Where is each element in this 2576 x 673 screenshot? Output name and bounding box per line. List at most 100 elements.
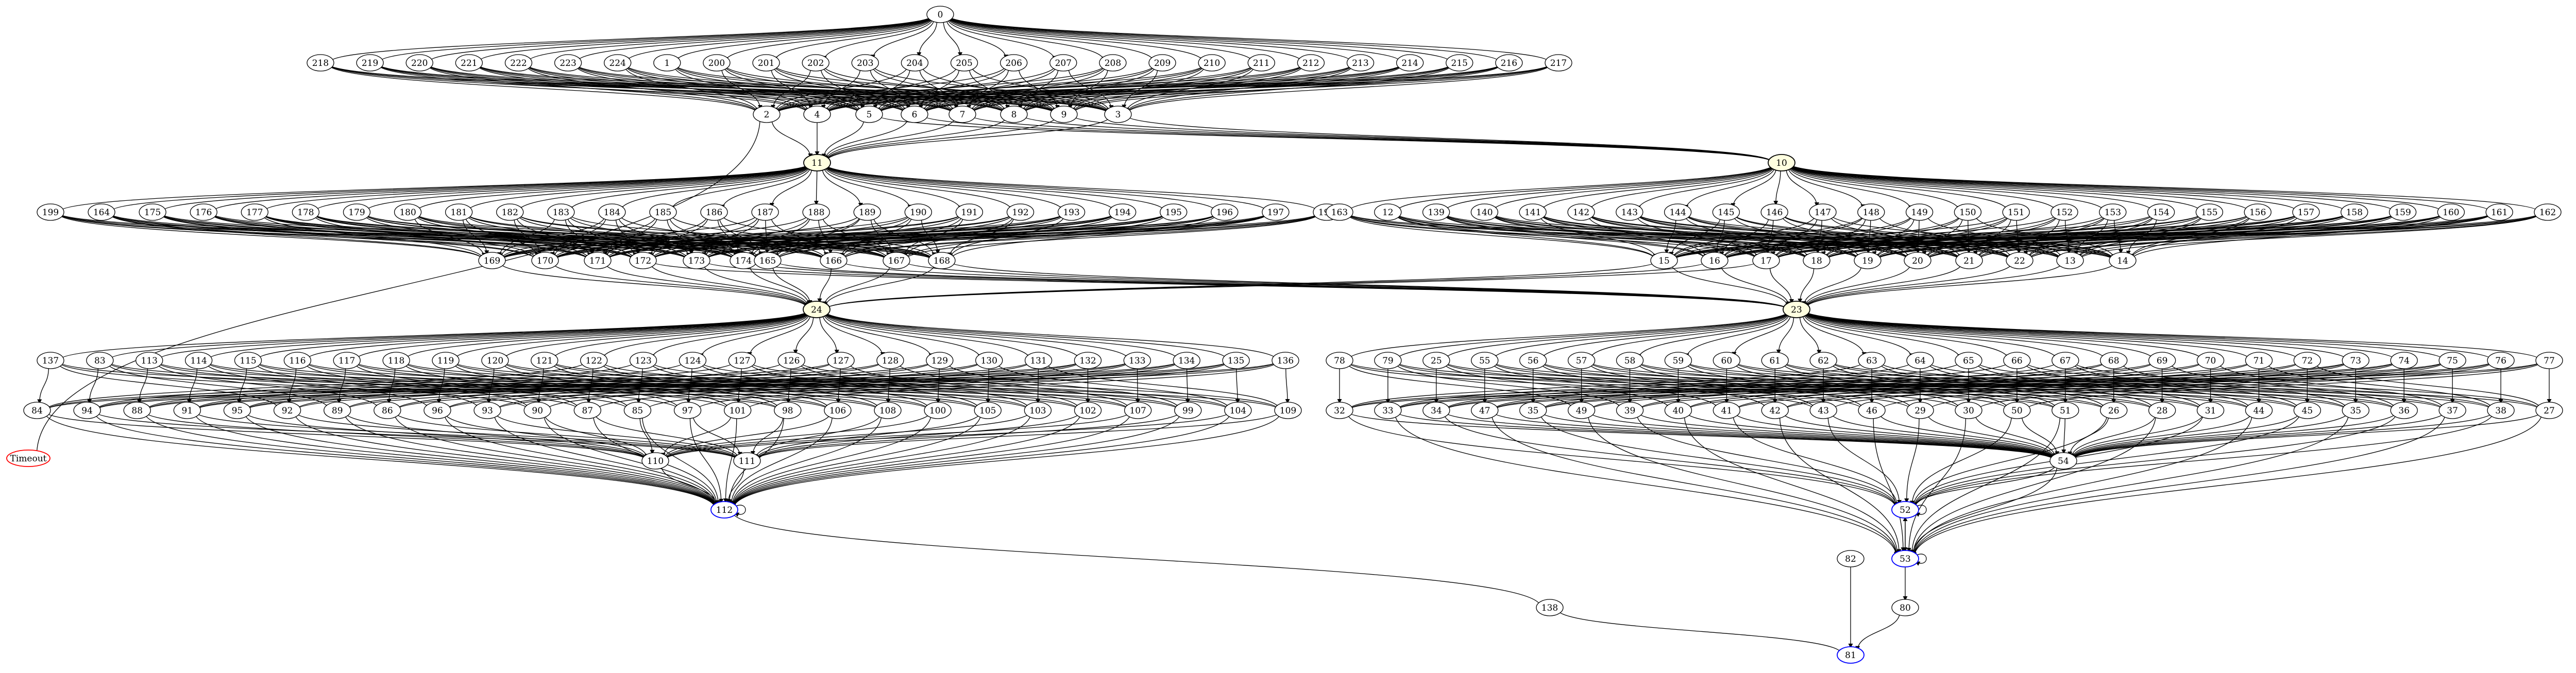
node-ellipse [184,352,213,369]
graph-edge [1492,310,1790,360]
node-ellipse [1837,550,1865,567]
graph-edge [1788,164,1961,211]
graph-node: 39 [1616,402,1644,419]
graph-node: 202 [802,54,829,72]
graph-edge [465,213,890,261]
graph-node: 187 [751,203,779,221]
node-label: 136 [1277,356,1294,366]
node-label: 53 [1900,554,1911,564]
graph-edge [817,267,832,303]
graph-edge [552,212,1320,261]
graph-edge [1671,212,2493,261]
node-ellipse [2100,352,2128,369]
graph-edge [144,411,718,509]
graph-edge [1671,212,2348,261]
node-ellipse [2195,203,2224,221]
node-label: 51 [2060,406,2071,416]
graph-node: 215 [1446,54,1473,72]
graph-edge [947,14,1552,63]
graph-node: 102 [1074,402,1102,419]
graph-node: 96 [423,402,451,419]
graph-edge [517,164,810,212]
node-label: 224 [609,58,625,68]
node-label: 8 [1011,110,1017,120]
graph-edge [750,416,784,456]
node-ellipse [432,352,460,369]
graph-edge [726,467,744,504]
node-label: 91 [182,406,193,416]
graph-edge [1731,167,1777,208]
node-label: 217 [1550,58,1567,68]
node-label: 191 [961,208,977,218]
node-ellipse [86,352,114,369]
node-label: 196 [1216,208,1233,218]
graph-edge [294,412,718,509]
node-label: 17 [1760,256,1772,266]
node-label: 141 [1524,208,1541,218]
graph-edge [1036,367,1041,404]
graph-edge [1721,213,2058,261]
node-ellipse [73,402,101,419]
node-label: 163 [1331,208,1348,218]
graph-edge [499,261,810,309]
graph-edge [1443,213,1759,260]
node-label: 46 [1866,406,1877,416]
node-ellipse [752,54,780,72]
graph-edge [44,361,587,410]
graph-node: 53 [1891,550,1919,567]
node-ellipse [1519,352,1547,369]
graph-edge [903,261,1790,310]
graph-edge [1285,367,1290,404]
graph-edge [1539,411,2057,461]
graph-node: 89 [324,402,351,419]
graph-edge [44,360,834,411]
node-ellipse [2050,203,2078,221]
graph-edge [1830,411,2057,460]
node-ellipse [333,352,361,369]
graph-edge [1734,360,2494,411]
node-label: 180 [399,208,416,218]
graph-node: 26 [2100,402,2128,419]
node-label: 102 [1079,406,1096,416]
node-ellipse [1519,402,1547,419]
node-label: 160 [2443,208,2459,218]
node-label: 75 [2447,356,2458,366]
graph-node: 219 [356,54,384,72]
graph-edge [1636,312,1790,359]
graph-edge [594,361,1131,410]
node-ellipse [1854,252,1882,269]
graph-edge [1803,311,1962,359]
graph-edge [1878,361,2397,410]
graph-node: 223 [554,54,582,72]
node-ellipse [1000,106,1028,123]
node-ellipse [1803,252,1831,269]
node-ellipse [173,402,201,419]
graph-node: 7 [948,106,976,123]
graph-node: 170 [531,252,559,269]
graph-edge [34,117,760,456]
graph-node: 169 [478,252,506,269]
graph-edge [731,411,1231,509]
graph-edge [1588,311,1790,359]
graph-edge [692,415,742,457]
node-label: 127 [734,356,750,366]
node-ellipse [774,402,802,419]
graph-edge [1684,312,1790,358]
graph-edge [525,15,934,63]
graph-edge [823,311,1032,359]
graph-node: 162 [2534,203,2562,221]
node-ellipse [1057,203,1086,221]
node-ellipse [2006,252,2033,269]
node-ellipse [926,6,954,23]
node-ellipse [2056,252,2084,269]
node-label: 158 [2346,208,2363,218]
graph-edge [660,414,732,458]
node-ellipse [710,501,738,519]
graph-edge [1776,316,1794,355]
node-ellipse [679,352,707,369]
graph-node: 85 [623,402,652,419]
graph-edge [1540,360,2543,411]
graph-edge [1788,163,2202,212]
node-ellipse [1148,54,1176,72]
graph-node: 186 [700,203,728,221]
